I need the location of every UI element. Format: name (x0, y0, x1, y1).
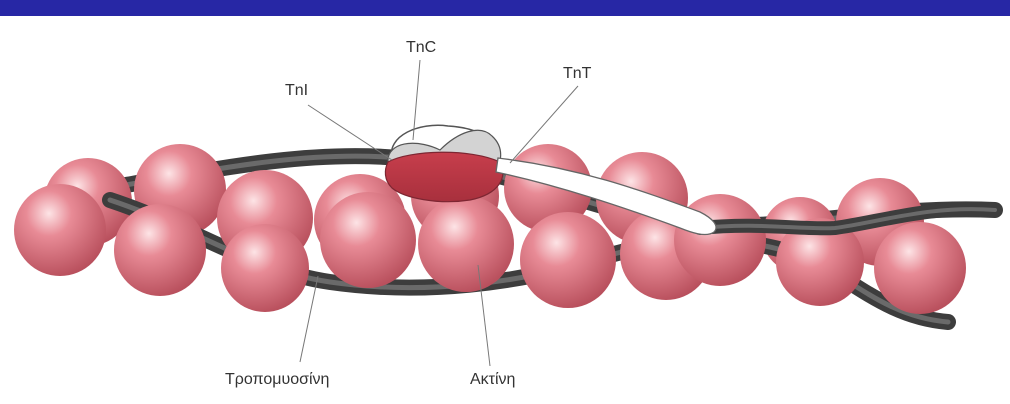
actin-bead (320, 192, 416, 288)
tni-shape (385, 152, 503, 201)
actin-bead (114, 204, 206, 296)
actin-bead (14, 184, 106, 276)
actin-label: Ακτίνη (470, 371, 515, 388)
actin-bead (874, 222, 966, 314)
tropomyosin-label: Τροπομυοσίνη (225, 371, 329, 388)
tnt-label: TnT (563, 65, 592, 82)
actin-bead (520, 212, 616, 308)
actin-bead (221, 224, 309, 312)
tnc-label: TnC (406, 39, 436, 56)
tni-label: TnI (285, 82, 308, 99)
actin-bead (418, 196, 514, 292)
